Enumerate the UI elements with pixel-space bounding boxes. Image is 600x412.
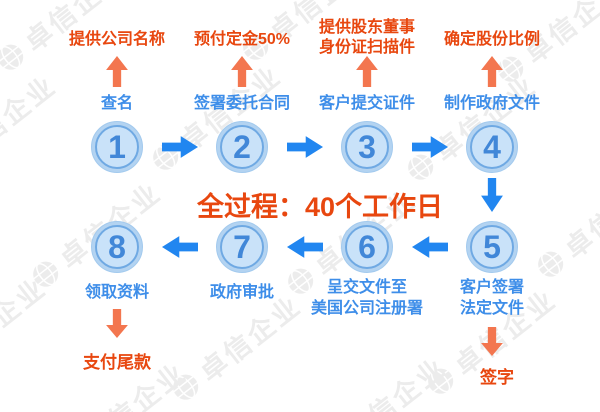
down-arrow-icon bbox=[481, 327, 503, 356]
step2-annotation-text: 预付定金50% bbox=[193, 31, 291, 48]
step2-circle: 2 bbox=[216, 121, 268, 173]
step7-label: 政府审批 bbox=[157, 282, 327, 303]
step4-annotation: 确定股份比例 bbox=[407, 30, 577, 50]
watermark-text: 卓信企业 bbox=[0, 70, 63, 168]
right-arrow-icon bbox=[412, 136, 448, 158]
left-arrow-icon bbox=[412, 236, 448, 258]
step3-annotation-line2: 身份证扫描件 bbox=[318, 39, 415, 56]
step1-number: 1 bbox=[95, 125, 139, 169]
up-arrow-icon bbox=[106, 56, 128, 87]
step6-number: 6 bbox=[345, 225, 389, 269]
step2-label-text: 签署委托合同 bbox=[193, 95, 290, 112]
globe-icon bbox=[0, 44, 23, 70]
step3-circle: 3 bbox=[341, 121, 393, 173]
step6-label-line1: 呈交文件至 bbox=[326, 279, 407, 296]
watermark-text: 卓信企业 bbox=[559, 167, 600, 265]
step6-label-line2: 美国公司注册署 bbox=[310, 300, 423, 317]
step1-annotation-text: 提供公司名称 bbox=[68, 31, 165, 48]
step3-annotation: 提供股东董事 身份证扫描件 bbox=[282, 18, 452, 58]
step8-circle: 8 bbox=[91, 221, 143, 273]
step8-label: 领取资料 bbox=[32, 282, 202, 303]
step7-label-text: 政府审批 bbox=[209, 284, 274, 301]
step5-label-line2: 法定文件 bbox=[459, 300, 524, 317]
step6-label: 呈交文件至 美国公司注册署 bbox=[282, 277, 452, 319]
up-arrow-icon bbox=[356, 56, 378, 87]
step1-annotation: 提供公司名称 bbox=[32, 30, 202, 50]
step5-label-line1: 客户签署 bbox=[459, 279, 524, 296]
step2-annotation: 预付定金50% bbox=[157, 30, 327, 50]
step4-annotation-text: 确定股份比例 bbox=[443, 31, 540, 48]
step7-circle: 7 bbox=[216, 221, 268, 273]
down-arrow-icon bbox=[106, 309, 128, 338]
right-arrow-icon bbox=[287, 136, 323, 158]
step2-label: 签署委托合同 bbox=[157, 93, 327, 114]
step8-number: 8 bbox=[95, 225, 139, 269]
left-arrow-icon bbox=[287, 236, 323, 258]
step5-followup: 签字 bbox=[480, 368, 514, 387]
right-arrow-icon bbox=[162, 136, 198, 158]
watermark: 卓信企业 bbox=[0, 65, 63, 192]
step3-annotation-line1: 提供股东董事 bbox=[318, 19, 415, 36]
up-arrow-icon bbox=[231, 56, 253, 87]
process-duration-title: 全过程：40个工作日 bbox=[196, 192, 444, 222]
step4-label-text: 制作政府文件 bbox=[443, 95, 540, 112]
watermark: 卓信企业 bbox=[527, 162, 600, 289]
step5-label: 客户签署 法定文件 bbox=[407, 277, 577, 319]
step5-circle: 5 bbox=[466, 221, 518, 273]
step8-label-text: 领取资料 bbox=[84, 284, 149, 301]
step5-number: 5 bbox=[470, 225, 514, 269]
step3-number: 3 bbox=[345, 125, 389, 169]
step4-number: 4 bbox=[470, 125, 514, 169]
left-arrow-icon bbox=[162, 236, 198, 258]
step8-followup: 支付尾款 bbox=[83, 353, 151, 372]
globe-icon bbox=[152, 144, 178, 170]
up-arrow-icon bbox=[481, 56, 503, 87]
step6-circle: 6 bbox=[341, 221, 393, 273]
step1-label-text: 查名 bbox=[100, 95, 133, 112]
step4-label: 制作政府文件 bbox=[407, 93, 577, 114]
step1-label: 查名 bbox=[32, 93, 202, 114]
step3-label: 客户提交证件 bbox=[282, 93, 452, 114]
watermark: 卓信企业 bbox=[142, 55, 289, 182]
step2-number: 2 bbox=[220, 125, 264, 169]
step1-circle: 1 bbox=[91, 121, 143, 173]
watermark: 卓信企业 bbox=[397, 65, 544, 192]
step7-number: 7 bbox=[220, 225, 264, 269]
step3-label-text: 客户提交证件 bbox=[318, 95, 415, 112]
step4-circle: 4 bbox=[466, 121, 518, 173]
